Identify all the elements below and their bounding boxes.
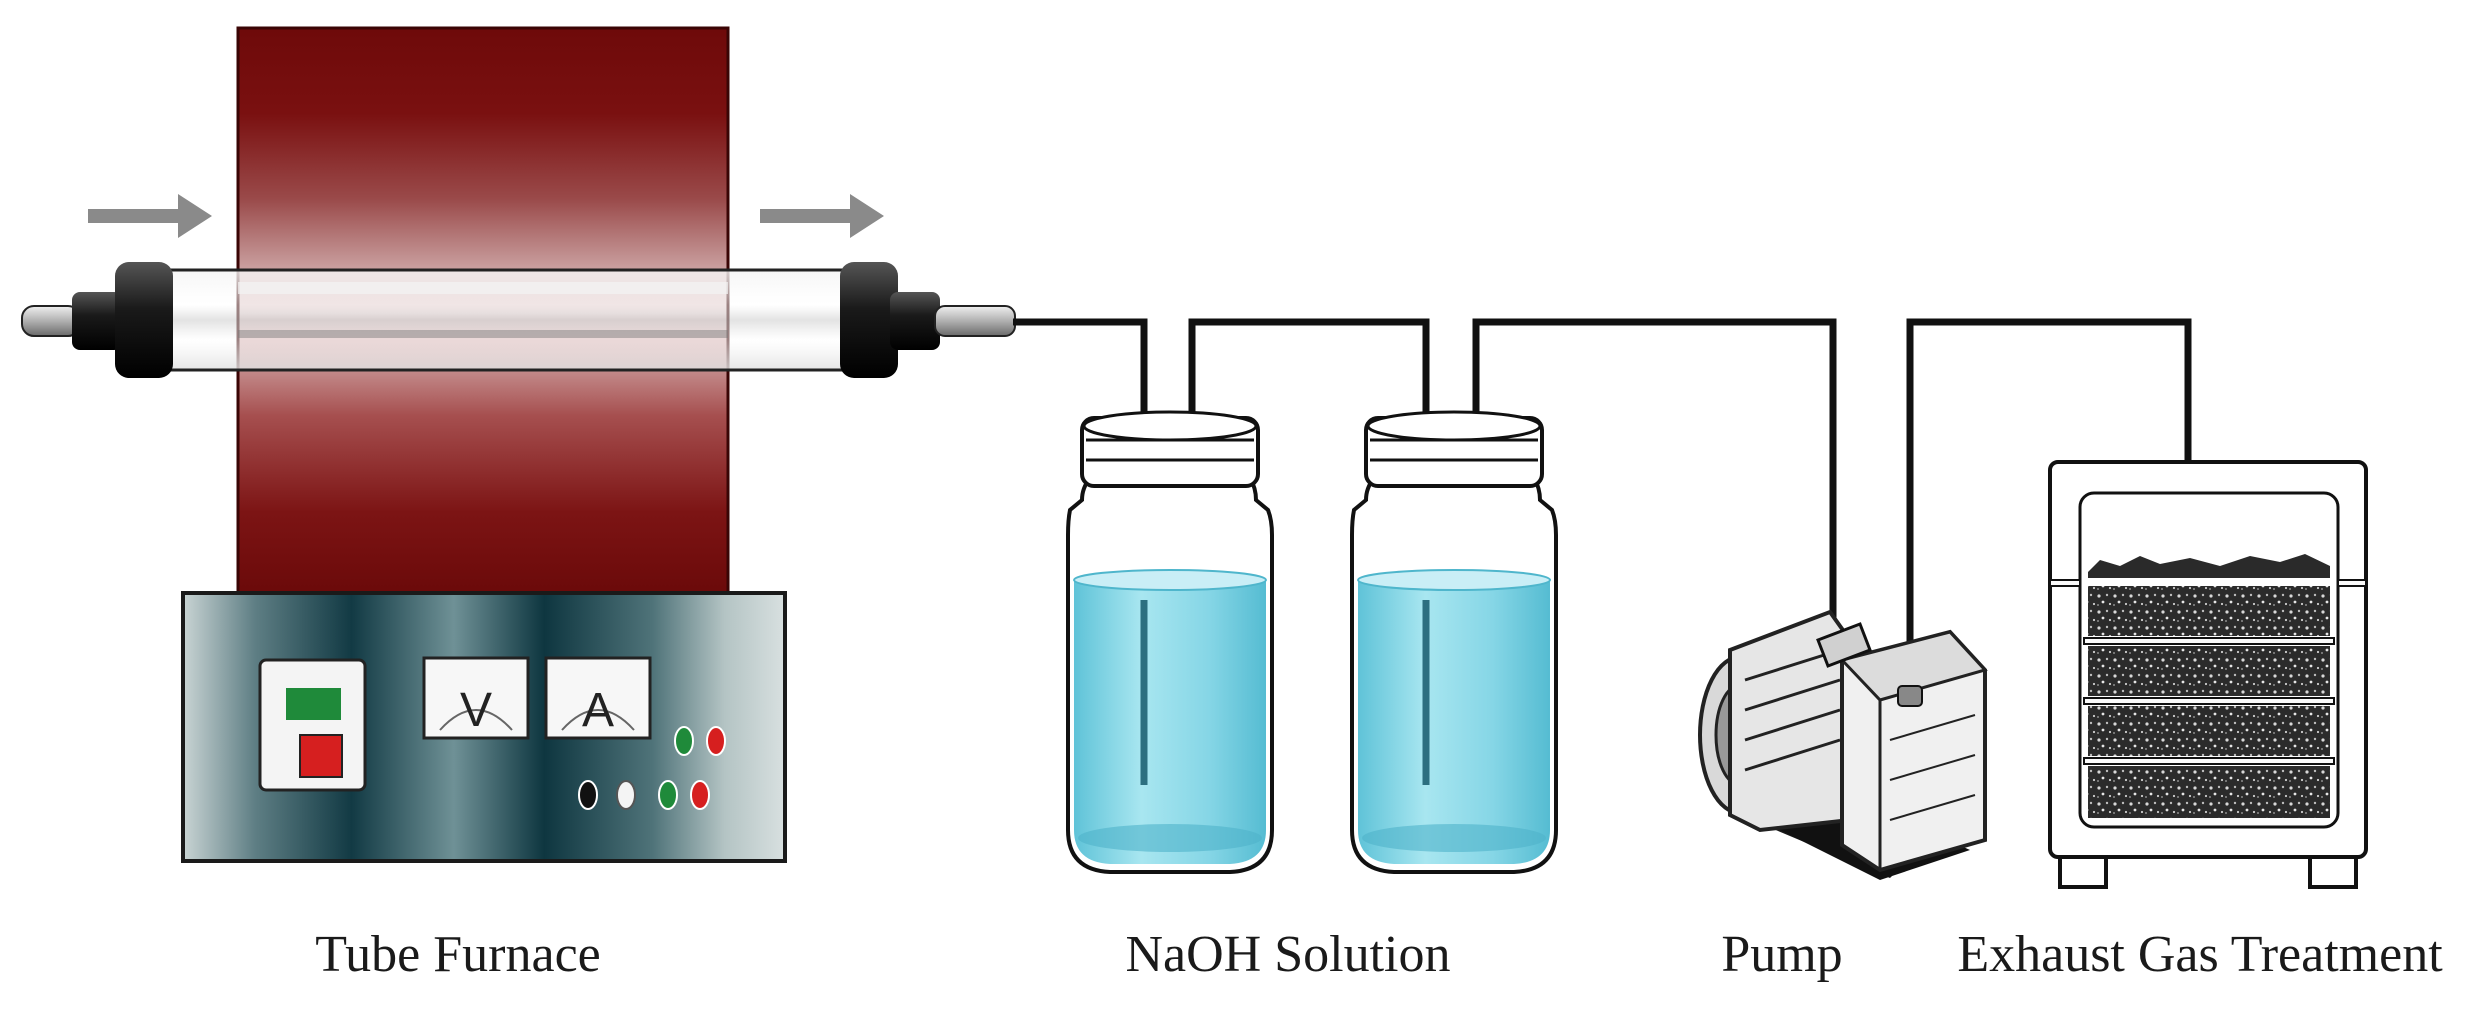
tube-end-cap-right [840,262,1016,378]
tube-furnace-label: Tube Furnace [315,926,601,983]
naoh-bottle-1 [1066,410,1274,874]
quartz-tube [158,268,862,372]
voltmeter: V [422,656,530,740]
voltmeter-label: V [460,684,492,737]
tube-end-cap-left [21,262,173,378]
control-panel: V A [181,591,787,863]
exhaust-treatment-box [2048,460,2368,889]
indicator-lights [578,726,726,810]
power-switch [258,658,367,792]
ammeter-label: A [582,684,614,737]
pump-label: Pump [1721,926,1843,983]
flow-arrow-out [760,194,884,238]
vacuum-pump [1698,609,1988,880]
exhaust-gas-treatment-label: Exhaust Gas Treatment [1957,926,2443,983]
naoh-bottle-2 [1350,410,1558,874]
naoh-solution-label: NaOH Solution [1125,926,1451,983]
flow-arrow-in [88,194,212,238]
ammeter: A [544,656,652,740]
